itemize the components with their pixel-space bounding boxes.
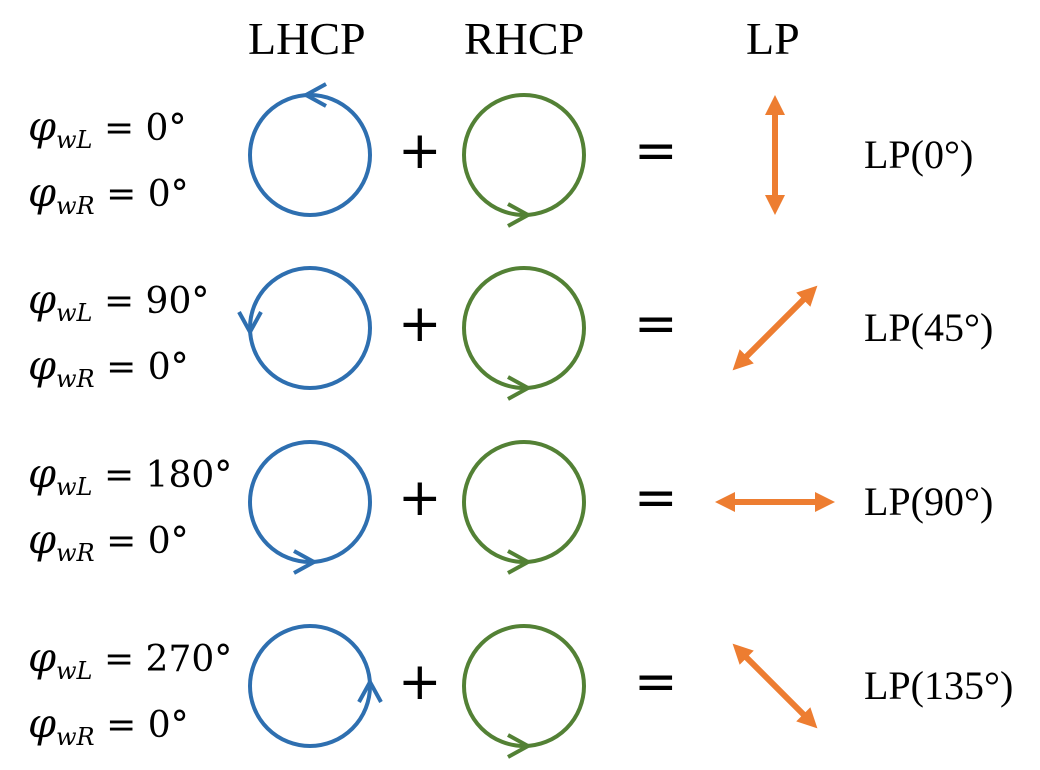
phi-value: = 0° bbox=[94, 347, 189, 388]
lhcp-circle bbox=[248, 266, 372, 390]
lp-arrow-shaft bbox=[740, 651, 810, 721]
lhcp-circle bbox=[248, 93, 372, 217]
phi-symbol: φ bbox=[28, 517, 57, 563]
lp-arrowhead bbox=[715, 492, 735, 512]
phi-subscript: wR bbox=[56, 539, 95, 567]
phi-wr-label: φwR = 0° bbox=[28, 346, 189, 391]
lp-arrowhead bbox=[732, 643, 754, 665]
rhcp-circle bbox=[462, 266, 586, 390]
rhcp-direction-arrowhead bbox=[507, 549, 533, 575]
rhcp-direction-arrowhead bbox=[507, 375, 533, 401]
phi-symbol: φ bbox=[28, 104, 57, 150]
header-lp: LP bbox=[746, 13, 800, 64]
phi-value: = 180° bbox=[92, 455, 233, 496]
rhcp-direction-arrowhead bbox=[507, 202, 533, 228]
phi-subscript: wL bbox=[56, 126, 93, 154]
plus-sign: + bbox=[398, 468, 442, 528]
lp-arrowhead bbox=[796, 707, 818, 729]
phi-symbol: φ bbox=[28, 277, 57, 323]
header-rhcp: RHCP bbox=[464, 13, 585, 64]
rhcp-circle bbox=[462, 93, 586, 217]
plus-sign: + bbox=[398, 294, 442, 354]
phi-subscript: wL bbox=[56, 473, 93, 501]
equals-sign: = bbox=[634, 294, 678, 354]
lp-arrowhead bbox=[796, 285, 818, 307]
phi-subscript: wL bbox=[56, 657, 93, 685]
lhcp-direction-arrowhead bbox=[237, 311, 263, 337]
rhcp-circle bbox=[462, 440, 586, 564]
phi-wl-label: φwL = 270° bbox=[28, 638, 232, 683]
phi-subscript: wR bbox=[56, 365, 95, 393]
equals-sign: = bbox=[634, 468, 678, 528]
phi-wl-label: φwL = 180° bbox=[28, 454, 232, 499]
phi-value: = 270° bbox=[92, 639, 233, 680]
phi-value: = 0° bbox=[94, 174, 189, 215]
lp-arrowhead bbox=[815, 492, 835, 512]
lp-result-label: LP(0°) bbox=[864, 132, 974, 177]
lhcp-direction-arrowhead bbox=[293, 549, 319, 575]
header-lhcp: LHCP bbox=[248, 13, 366, 64]
phi-subscript: wR bbox=[56, 192, 95, 220]
phi-value: = 90° bbox=[92, 281, 210, 322]
phi-wr-label: φwR = 0° bbox=[28, 173, 189, 218]
phi-symbol: φ bbox=[28, 451, 57, 497]
phi-subscript: wR bbox=[56, 723, 95, 751]
lhcp-direction-arrowhead bbox=[301, 82, 327, 108]
phi-subscript: wL bbox=[56, 299, 93, 327]
plus-sign: + bbox=[398, 652, 442, 712]
rhcp-circle bbox=[462, 624, 586, 748]
lp-arrowhead bbox=[765, 195, 785, 215]
equals-sign: = bbox=[634, 652, 678, 712]
lhcp-circle bbox=[248, 440, 372, 564]
equals-sign: = bbox=[634, 121, 678, 181]
phi-value: = 0° bbox=[94, 705, 189, 746]
phi-symbol: φ bbox=[28, 343, 57, 389]
phi-symbol: φ bbox=[28, 701, 57, 747]
lp-result-label: LP(45°) bbox=[864, 305, 994, 350]
lp-arrowhead bbox=[732, 349, 754, 371]
phi-wl-label: φwL = 0° bbox=[28, 107, 186, 152]
phi-symbol: φ bbox=[28, 635, 57, 681]
phi-value: = 0° bbox=[94, 521, 189, 562]
plus-sign: + bbox=[398, 121, 442, 181]
lp-result-label: LP(135°) bbox=[864, 663, 1014, 708]
lp-result-label: LP(90°) bbox=[864, 479, 994, 524]
rhcp-direction-arrowhead bbox=[507, 733, 533, 759]
phi-symbol: φ bbox=[28, 170, 57, 216]
phi-value: = 0° bbox=[92, 108, 187, 149]
phi-wr-label: φwR = 0° bbox=[28, 704, 189, 749]
phi-wl-label: φwL = 90° bbox=[28, 280, 209, 325]
lp-arrow-shaft bbox=[740, 293, 810, 363]
lhcp-direction-arrowhead bbox=[357, 677, 383, 703]
lp-arrowhead bbox=[765, 95, 785, 115]
lhcp-circle bbox=[248, 624, 372, 748]
phi-wr-label: φwR = 0° bbox=[28, 520, 189, 565]
